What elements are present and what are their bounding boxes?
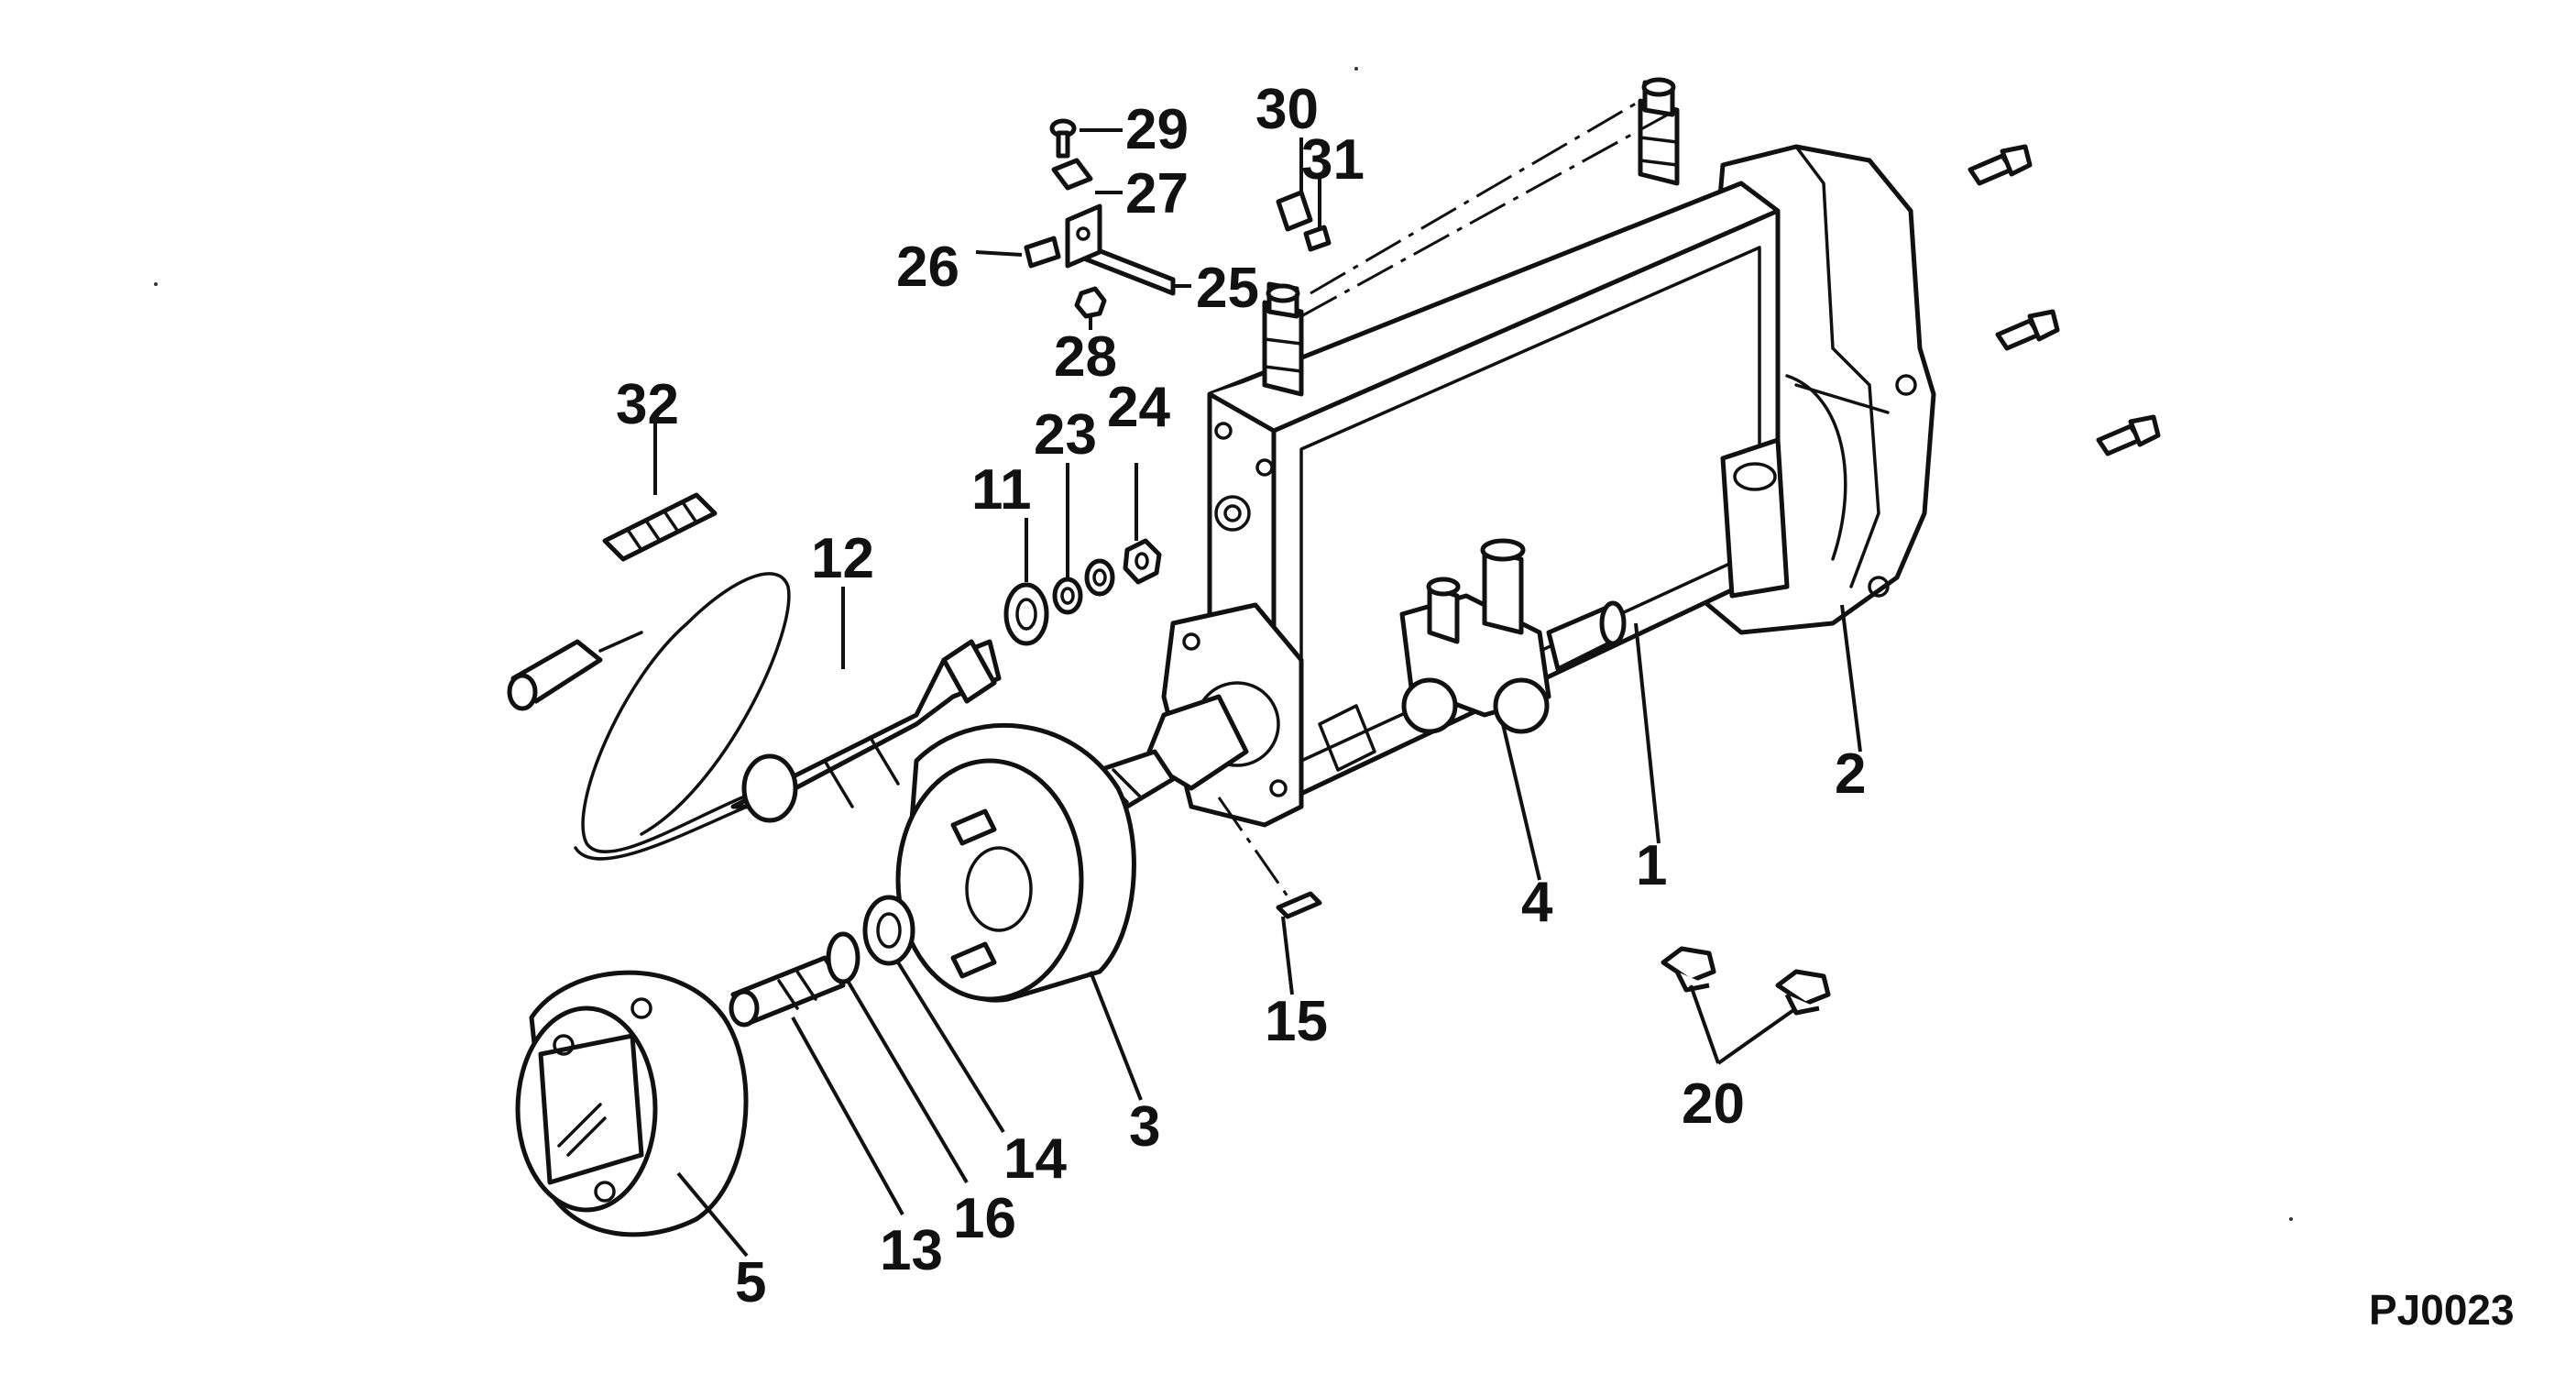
callout-labels: 1 2 3 4 5 11 12 13 14 15 16 20 23 24 25 …	[616, 78, 1866, 1314]
callout-20: 20	[1682, 1072, 1745, 1136]
callout-26: 26	[896, 236, 959, 299]
part-25-bracket	[1065, 203, 1176, 296]
callout-23: 23	[1034, 403, 1097, 467]
callout-3: 3	[1129, 1095, 1160, 1159]
callout-14: 14	[1003, 1127, 1067, 1191]
alignment-line-key	[1217, 797, 1294, 904]
part-31-screw	[1303, 225, 1332, 252]
part-32-spring	[602, 492, 718, 562]
part-27-clip	[1051, 158, 1093, 191]
callout-12: 12	[811, 527, 874, 590]
figure-code: PJ0023	[2369, 1286, 2515, 1334]
part-16-o-ring	[826, 931, 860, 984]
speck	[1354, 67, 1358, 71]
part-14-washer	[862, 895, 915, 966]
callout-28: 28	[1054, 325, 1117, 389]
callout-16: 16	[953, 1187, 1016, 1250]
part-26-screw	[1024, 236, 1061, 269]
speck	[2289, 1217, 2293, 1221]
part-12-connector-plug	[507, 631, 643, 711]
callout-11: 11	[971, 458, 1032, 522]
part-23-washers	[1052, 558, 1115, 615]
part-4-feed-fittings	[1399, 538, 1627, 734]
part-29-screw	[1049, 118, 1077, 159]
part-15-key	[1276, 891, 1322, 919]
callout-29: 29	[1125, 98, 1189, 161]
part-11-washer	[1003, 582, 1049, 646]
callout-27: 27	[1125, 162, 1189, 225]
callout-4: 4	[1521, 871, 1553, 934]
alignment-line-top-2	[1300, 113, 1669, 318]
speck	[154, 282, 158, 286]
callout-24: 24	[1107, 376, 1170, 439]
part-30-clip	[1276, 190, 1313, 232]
part-5-coupling-flange	[515, 970, 749, 1237]
callout-5: 5	[735, 1251, 766, 1314]
callout-2: 2	[1835, 742, 1866, 806]
part-20-fittings	[1661, 946, 1831, 1016]
part-28-nut	[1074, 286, 1107, 319]
callout-32: 32	[616, 373, 679, 436]
part-3-drive-hub	[895, 722, 1136, 1003]
callout-15: 15	[1265, 990, 1328, 1053]
mounting-bolts-right	[1968, 144, 2161, 456]
leader-lines	[653, 128, 1862, 1258]
part-13-nozzle	[729, 955, 846, 1028]
callout-1: 1	[1636, 834, 1667, 897]
part-24-nut	[1123, 538, 1162, 585]
part-1-pump-body	[1079, 144, 1936, 828]
callout-31: 31	[1301, 128, 1365, 192]
callout-30: 30	[1255, 78, 1319, 141]
delivery-valve-holders	[1262, 77, 1680, 397]
part-12-sensor	[574, 572, 1002, 861]
callout-25: 25	[1196, 257, 1259, 320]
callout-13: 13	[880, 1219, 943, 1282]
